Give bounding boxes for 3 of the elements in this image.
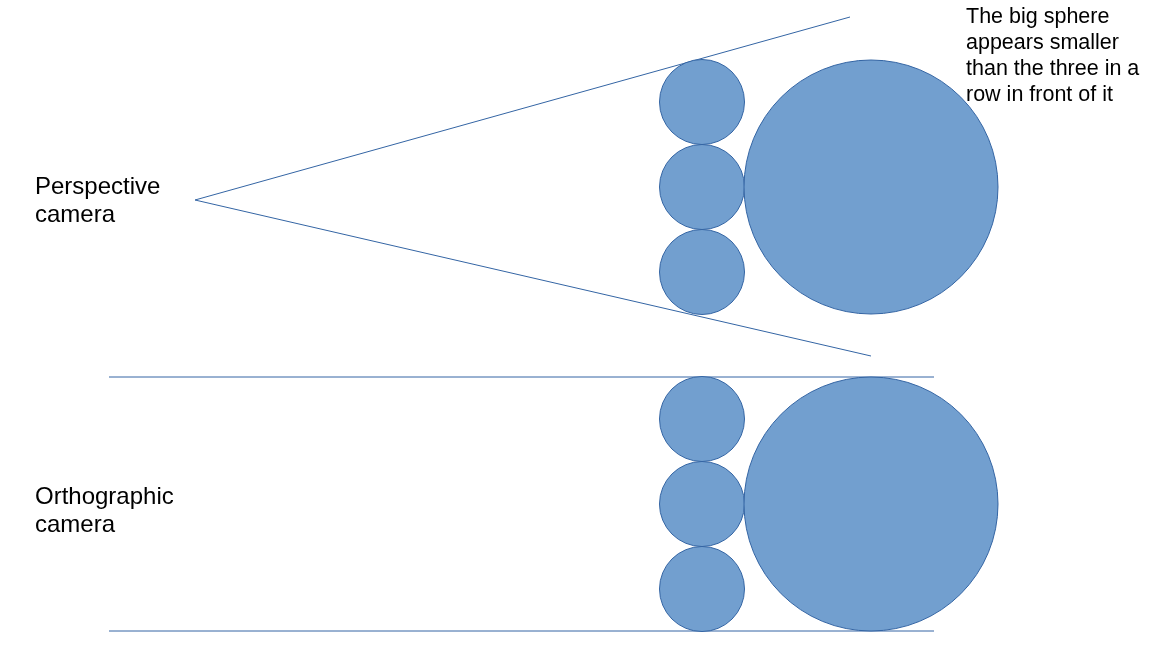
camera-label: Perspective camera [35,172,162,228]
annotation-note: The big sphere appears smaller than the three in a row in front of it [966,3,1141,107]
camera-label: Orthographic camera [35,482,175,538]
